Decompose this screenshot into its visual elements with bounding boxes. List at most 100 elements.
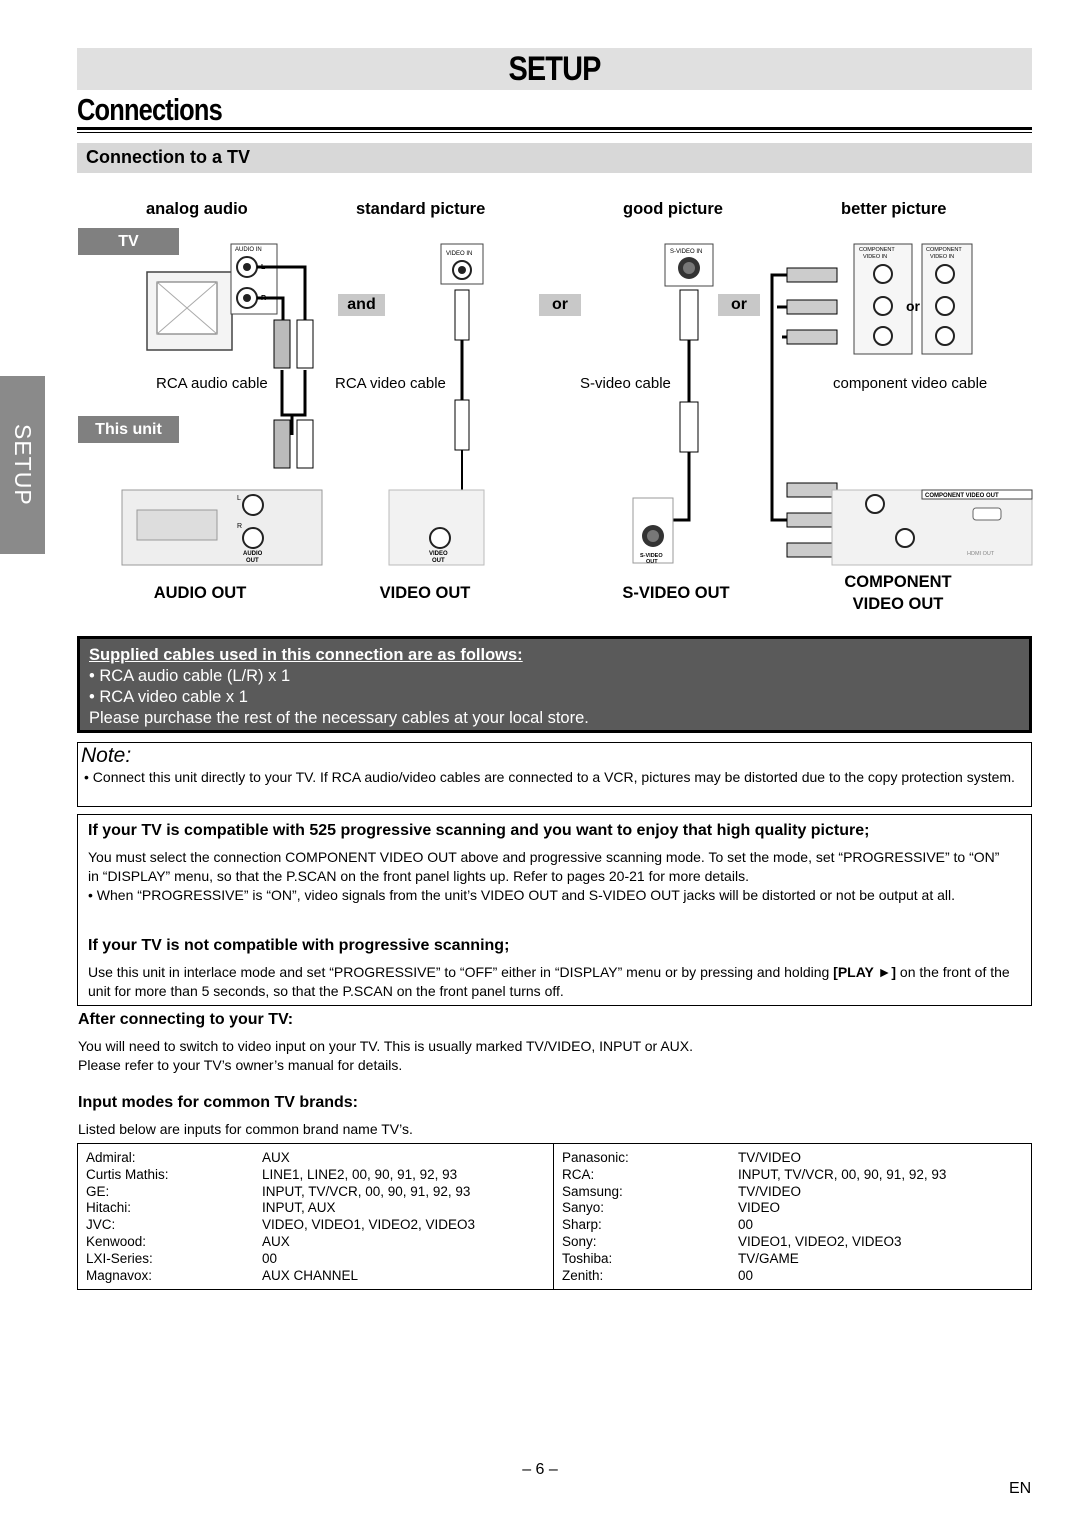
- progressive-heading: If your TV is compatible with 525 progre…: [88, 822, 870, 839]
- svg-text:AUDIO IN: AUDIO IN: [235, 247, 262, 253]
- brand-input: 00: [262, 1250, 278, 1266]
- play-key: [PLAY ►]: [833, 964, 897, 980]
- brand-name: Curtis Mathis:: [86, 1166, 169, 1182]
- svideo-out-label: S-VIDEO OUT: [622, 584, 730, 602]
- brand-name: GE:: [86, 1183, 110, 1199]
- or-label-2: or: [718, 294, 760, 316]
- brand-input: TV/VIDEO: [738, 1150, 802, 1165]
- brands-heading: Input modes for common TV brands:: [78, 1094, 359, 1111]
- svg-text:HDMI OUT: HDMI OUT: [967, 551, 995, 557]
- table-row: Sony: VIDEO1, VIDEO2, VIDEO3: [562, 1234, 1022, 1251]
- unit-audio-out-panel: L R AUDIO OUT: [121, 489, 323, 566]
- page-number: – 6 –: [522, 1461, 558, 1478]
- svg-text:COMPONENT VIDEO OUT: COMPONENT VIDEO OUT: [925, 493, 999, 499]
- section-title: Connection to a TV: [86, 147, 250, 167]
- brand-input: 00: [738, 1267, 754, 1283]
- audio-out-label: AUDIO OUT: [153, 584, 247, 602]
- supplied-heading: Supplied cables used in this connection …: [89, 646, 523, 664]
- brands-right-column: Panasonic: TV/VIDEO RCA: INPUT, TV/VCR, 00,…: [562, 1150, 1022, 1284]
- brand-name: JVC:: [86, 1217, 116, 1233]
- svg-text:S-VIDEO IN: S-VIDEO IN: [670, 249, 702, 255]
- header-bar: [77, 48, 1032, 90]
- column-good-picture: good picture: [623, 200, 723, 218]
- tv-icon: [146, 271, 233, 351]
- table-row: Magnavox:AUX CHANNEL: [86, 1268, 546, 1285]
- brand-name: Panasonic:: [562, 1150, 629, 1165]
- svg-text:OUT: OUT: [246, 558, 259, 564]
- side-tab-label: SETUP: [10, 424, 36, 506]
- and-label: and: [338, 294, 385, 316]
- component-cable: [770, 267, 838, 558]
- brand-input: VIDEO1, VIDEO2, VIDEO3: [738, 1233, 902, 1249]
- supplied-cables-box: Supplied cables used in this connection …: [77, 636, 1032, 733]
- brand-input: LINE1, LINE2, 00, 90, 91, 92, 93: [262, 1166, 458, 1182]
- svg-text:OUT: OUT: [646, 559, 658, 565]
- brand-input: INPUT, AUX: [262, 1200, 336, 1216]
- brand-name: Kenwood:: [86, 1233, 147, 1249]
- audio-cable-label: RCA audio cable: [156, 375, 268, 392]
- interlace-body-pre: Use this unit in interlace mode and set …: [88, 964, 834, 980]
- svg-text:COMPONENT: COMPONENT: [859, 247, 895, 253]
- brand-input: INPUT, TV/VCR, 00, 90, 91, 92, 93: [262, 1183, 471, 1199]
- tv-audio-in-panel: AUDIO IN L R: [230, 243, 278, 315]
- table-row: Hitachi: INPUT, AUX: [86, 1200, 546, 1217]
- interlace-body-post: on the front of the unit for more than 5…: [88, 964, 1010, 999]
- brand-name: Magnavox:: [86, 1267, 153, 1283]
- brand-input: VIDEO: [738, 1200, 781, 1216]
- table-row: Sanyo: VIDEO: [562, 1200, 1022, 1217]
- brand-input: AUX: [262, 1233, 290, 1249]
- tv-component-in-panel: COMPONENT VIDEO IN COMPONENT VIDEO IN: [853, 243, 973, 355]
- or-label-1: or: [539, 294, 581, 316]
- brand-name: RCA:: [562, 1166, 595, 1182]
- column-better-picture: better picture: [841, 200, 947, 218]
- table-row: Admiral: AUX: [86, 1150, 546, 1167]
- progressive-bullet: • When “PROGRESSIVE” is “ON”, video sign…: [88, 887, 956, 903]
- note-box: [77, 742, 1032, 807]
- brand-input: TV/GAME: [738, 1250, 799, 1266]
- brand-name: Zenith:: [562, 1267, 604, 1283]
- brand-input: INPUT, TV/VCR, 00, 90, 91, 92, 93: [738, 1166, 947, 1182]
- component-out-label-2: VIDEO OUT: [852, 595, 944, 613]
- brand-name: Samsung:: [562, 1183, 623, 1199]
- section-bar: [77, 143, 1032, 173]
- tv-label: TV: [78, 228, 179, 255]
- brand-input: VIDEO, VIDEO1, VIDEO2, VIDEO3: [262, 1217, 476, 1233]
- after-heading: After connecting to your TV:: [78, 1011, 294, 1028]
- brand-name: Toshiba:: [562, 1250, 613, 1266]
- tv-video-in-panel: VIDEO IN: [440, 243, 484, 490]
- after-line: Please refer to your TV’s owner’s manual…: [78, 1057, 403, 1073]
- interlace-body: Use this unit in interlace mode and set …: [88, 963, 1023, 1000]
- connection-diagram: AUDIO IN L R VIDEO IN S-VIDEO IN: [121, 243, 1033, 566]
- table-row: Samsung:TV/VIDEO: [562, 1184, 1022, 1201]
- table-row: GE: INPUT, TV/VCR, 00, 90, 91, 92, 93: [86, 1184, 546, 1201]
- svg-text:S-VIDEO: S-VIDEO: [640, 553, 663, 559]
- supplied-item: • RCA video cable x 1: [89, 688, 248, 706]
- brand-input: AUX: [262, 1150, 290, 1165]
- brand-name: Sony:: [562, 1233, 597, 1249]
- svg-text:AUDIO: AUDIO: [243, 551, 263, 557]
- unit-svideo-out-panel: S-VIDEO OUT: [632, 497, 674, 565]
- brand-name: Admiral:: [86, 1150, 136, 1165]
- video-out-label: VIDEO OUT: [379, 584, 471, 602]
- brand-name: LXI-Series:: [86, 1250, 153, 1266]
- title-rule: [77, 127, 1032, 130]
- component-cable-label: component video cable: [833, 375, 988, 392]
- progressive-box: [77, 814, 1032, 1006]
- svg-text:R: R: [237, 523, 242, 530]
- interlace-heading: If your TV is not compatible with progre…: [88, 937, 510, 954]
- tv-svideo-in-panel: S-VIDEO IN: [655, 243, 714, 540]
- audio-cable-plugs: [273, 319, 314, 469]
- svideo-cable-label: S-video cable: [580, 375, 671, 392]
- brands-left-column: Admiral: AUX Curtis Mathis: LINE1, LINE2, 0…: [86, 1150, 546, 1284]
- brand-name: Sanyo:: [562, 1200, 605, 1216]
- note-title: Note:: [81, 744, 132, 767]
- table-row: LXI-Series: 00: [86, 1251, 546, 1268]
- note-text: • Connect this unit directly to your TV.…: [84, 769, 1015, 785]
- brand-name: Hitachi:: [86, 1200, 132, 1216]
- language-code: EN: [1009, 1480, 1032, 1497]
- svg-text:VIDEO: VIDEO: [429, 551, 448, 557]
- table-row: Curtis Mathis: LINE1, LINE2, 00, 90, 91, …: [86, 1167, 546, 1184]
- column-standard-picture: standard picture: [356, 200, 486, 218]
- unit-video-out-panel: VIDEO OUT: [388, 489, 485, 566]
- progressive-body: You must select the connection COMPONENT…: [88, 849, 1000, 884]
